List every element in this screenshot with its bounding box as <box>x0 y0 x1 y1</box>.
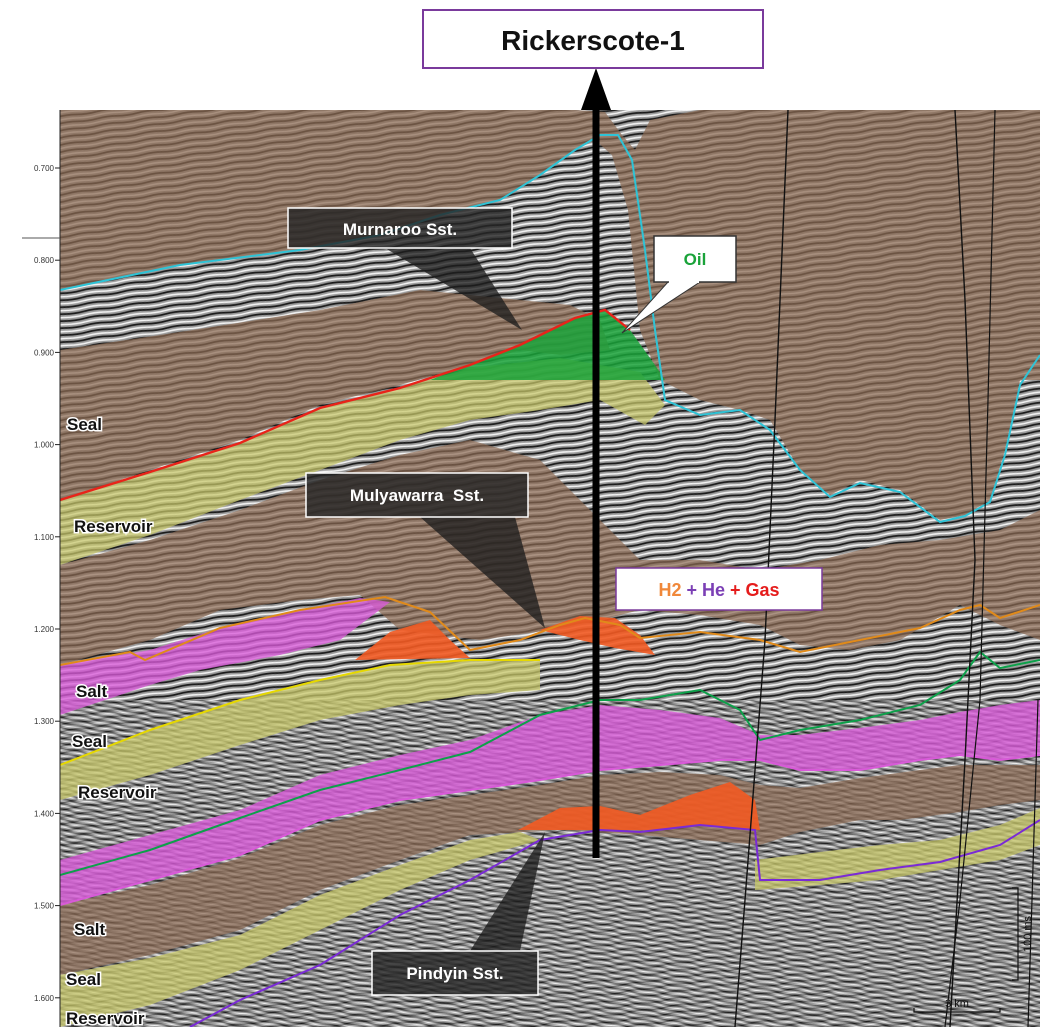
murnaroo-callout-box <box>287 207 513 249</box>
well-label: Rickerscote-1 <box>501 25 685 56</box>
gas-composition-box <box>615 567 823 611</box>
oil-callout-pointer-mask <box>669 279 699 283</box>
layer-label-seal-lower: Seal <box>66 970 101 989</box>
murnaroo-label: Murnaroo Sst. <box>343 220 457 239</box>
layer-label-seal-mid: Seal <box>72 732 107 751</box>
oil-label: Oil <box>684 250 707 269</box>
reservoir-layer-upper <box>60 358 665 565</box>
reservoir-layer-lower-right <box>755 808 1040 890</box>
layer-label-salt-2: Salt <box>74 920 106 939</box>
gas-label: Gas <box>746 580 780 600</box>
layer-label-seal-upper: Seal <box>67 415 102 434</box>
vertical-scale-label: 100 ms <box>1022 915 1034 952</box>
gas-accumulation-pindyin <box>518 782 760 830</box>
layer-label-reservoir-upper: Reservoir <box>74 517 153 536</box>
pindyin-label: Pindyin Sst. <box>406 964 503 983</box>
time-tick-label: 0.800 <box>34 256 55 265</box>
time-tick-label: 1.200 <box>34 625 55 634</box>
seal-layer-upper <box>60 290 610 500</box>
horizontal-scale-label: 3 km <box>945 998 969 1010</box>
time-tick-label: 1.000 <box>34 441 55 450</box>
mulyawarra-label: Mulyawarra Sst. <box>350 486 484 505</box>
fault-line-4 <box>1027 699 1039 1027</box>
plus-sign-2: + <box>725 580 746 600</box>
horizon-pink <box>60 753 1040 906</box>
gas-accumulation-mulyawarra-left <box>355 620 470 660</box>
pindyin-callout-pointer <box>470 832 545 951</box>
seal-layer-lower <box>60 765 1040 975</box>
horizon-orange <box>60 595 1040 666</box>
time-tick-label: 1.400 <box>34 809 55 818</box>
horizon-purple <box>189 819 1040 1027</box>
time-tick-label: 0.700 <box>34 164 55 173</box>
time-tick-label: 1.500 <box>34 902 55 911</box>
fault-line-1 <box>734 110 789 1027</box>
reservoir-layer-mid <box>60 660 540 800</box>
he-label: He <box>702 580 725 600</box>
time-axis-ticks: 0.700 0.800 0.900 1.000 1.100 1.200 1.300 1.400… <box>34 164 60 1003</box>
horizon-red <box>60 308 631 502</box>
layer-label-reservoir-mid: Reservoir <box>78 783 157 802</box>
gas-composition-label: H2 + He + Gas <box>658 580 779 600</box>
time-tick-label: 1.300 <box>34 717 55 726</box>
salt-layer-mid <box>60 700 1040 905</box>
horizon-yellow <box>60 659 540 766</box>
murnaroo-callout-pointer <box>385 248 522 330</box>
mulyawarra-callout-pointer <box>420 517 545 628</box>
horizontal-scale-bar <box>913 1008 1001 1013</box>
plus-sign-1: + <box>681 580 702 600</box>
vertical-scale-bar <box>1012 887 1019 981</box>
salt-layer-shallow <box>60 598 390 715</box>
time-tick-label: 1.100 <box>34 533 55 542</box>
fault-line-3 <box>944 110 996 1027</box>
oil-callout-box <box>653 235 737 283</box>
time-tick-label: 1.600 <box>34 994 55 1003</box>
layer-label-salt-1: Salt <box>76 682 108 701</box>
h2-label: H2 <box>658 580 681 600</box>
time-tick-label: 0.900 <box>34 348 55 357</box>
reservoir-layer-lower <box>60 832 540 1027</box>
well-label-box <box>422 9 764 69</box>
well-arrow-head <box>581 68 611 110</box>
layer-label-reservoir-lower: Reservoir <box>66 1009 145 1027</box>
fault-line-2 <box>949 110 976 1027</box>
mulyawarra-callout-box <box>305 472 529 518</box>
pindyin-callout-box <box>371 950 539 996</box>
horizon-green <box>60 650 1040 876</box>
oil-accumulation <box>430 310 665 380</box>
